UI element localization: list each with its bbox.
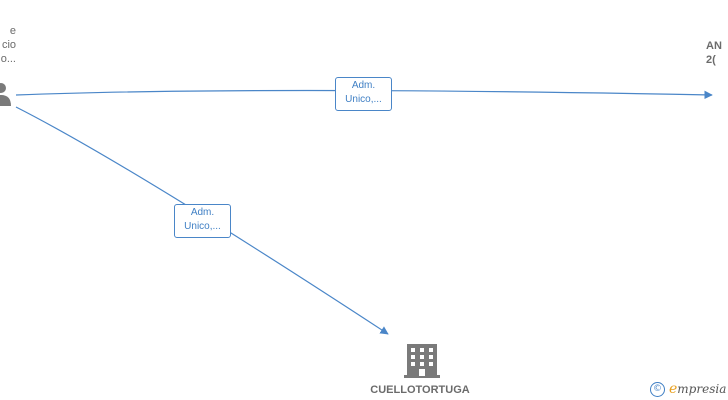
brand-rest: mpresia bbox=[677, 382, 727, 396]
person-label-line-2: cio bbox=[1, 39, 16, 51]
edge-label-line-2: Unico,... bbox=[184, 221, 221, 232]
right-company-node-label[interactable]: AN 2( bbox=[706, 39, 728, 67]
right-company-label-line-1: AN bbox=[706, 40, 722, 52]
brand-initial: e bbox=[669, 381, 678, 397]
person-icon[interactable] bbox=[0, 83, 11, 106]
copyright-icon: © bbox=[650, 381, 665, 397]
edge-label-bottom-company[interactable]: Adm. Unico,... bbox=[174, 204, 231, 238]
bottom-company-node-label[interactable]: CUELLOTORTUGA bbox=[370, 384, 470, 396]
brand-watermark: © empresia bbox=[650, 380, 726, 398]
right-company-label-line-2: 2( bbox=[706, 54, 716, 66]
person-label-line-3: o... bbox=[0, 53, 16, 65]
building-icon[interactable] bbox=[404, 344, 440, 378]
brand-name: empresia bbox=[669, 381, 726, 397]
edge-label-line-2: Unico,... bbox=[345, 94, 382, 105]
person-node-label[interactable]: e cio o... bbox=[0, 24, 16, 66]
edge-label-line-1: Adm. bbox=[351, 80, 376, 91]
edge-label-line-1: Adm. bbox=[190, 207, 215, 218]
person-label-line-1: e bbox=[9, 25, 16, 37]
edge-person-to-right-company bbox=[15, 89, 713, 100]
edge-person-to-bottom-company bbox=[15, 106, 389, 335]
edge-label-right-company[interactable]: Adm. Unico,... bbox=[335, 77, 392, 111]
